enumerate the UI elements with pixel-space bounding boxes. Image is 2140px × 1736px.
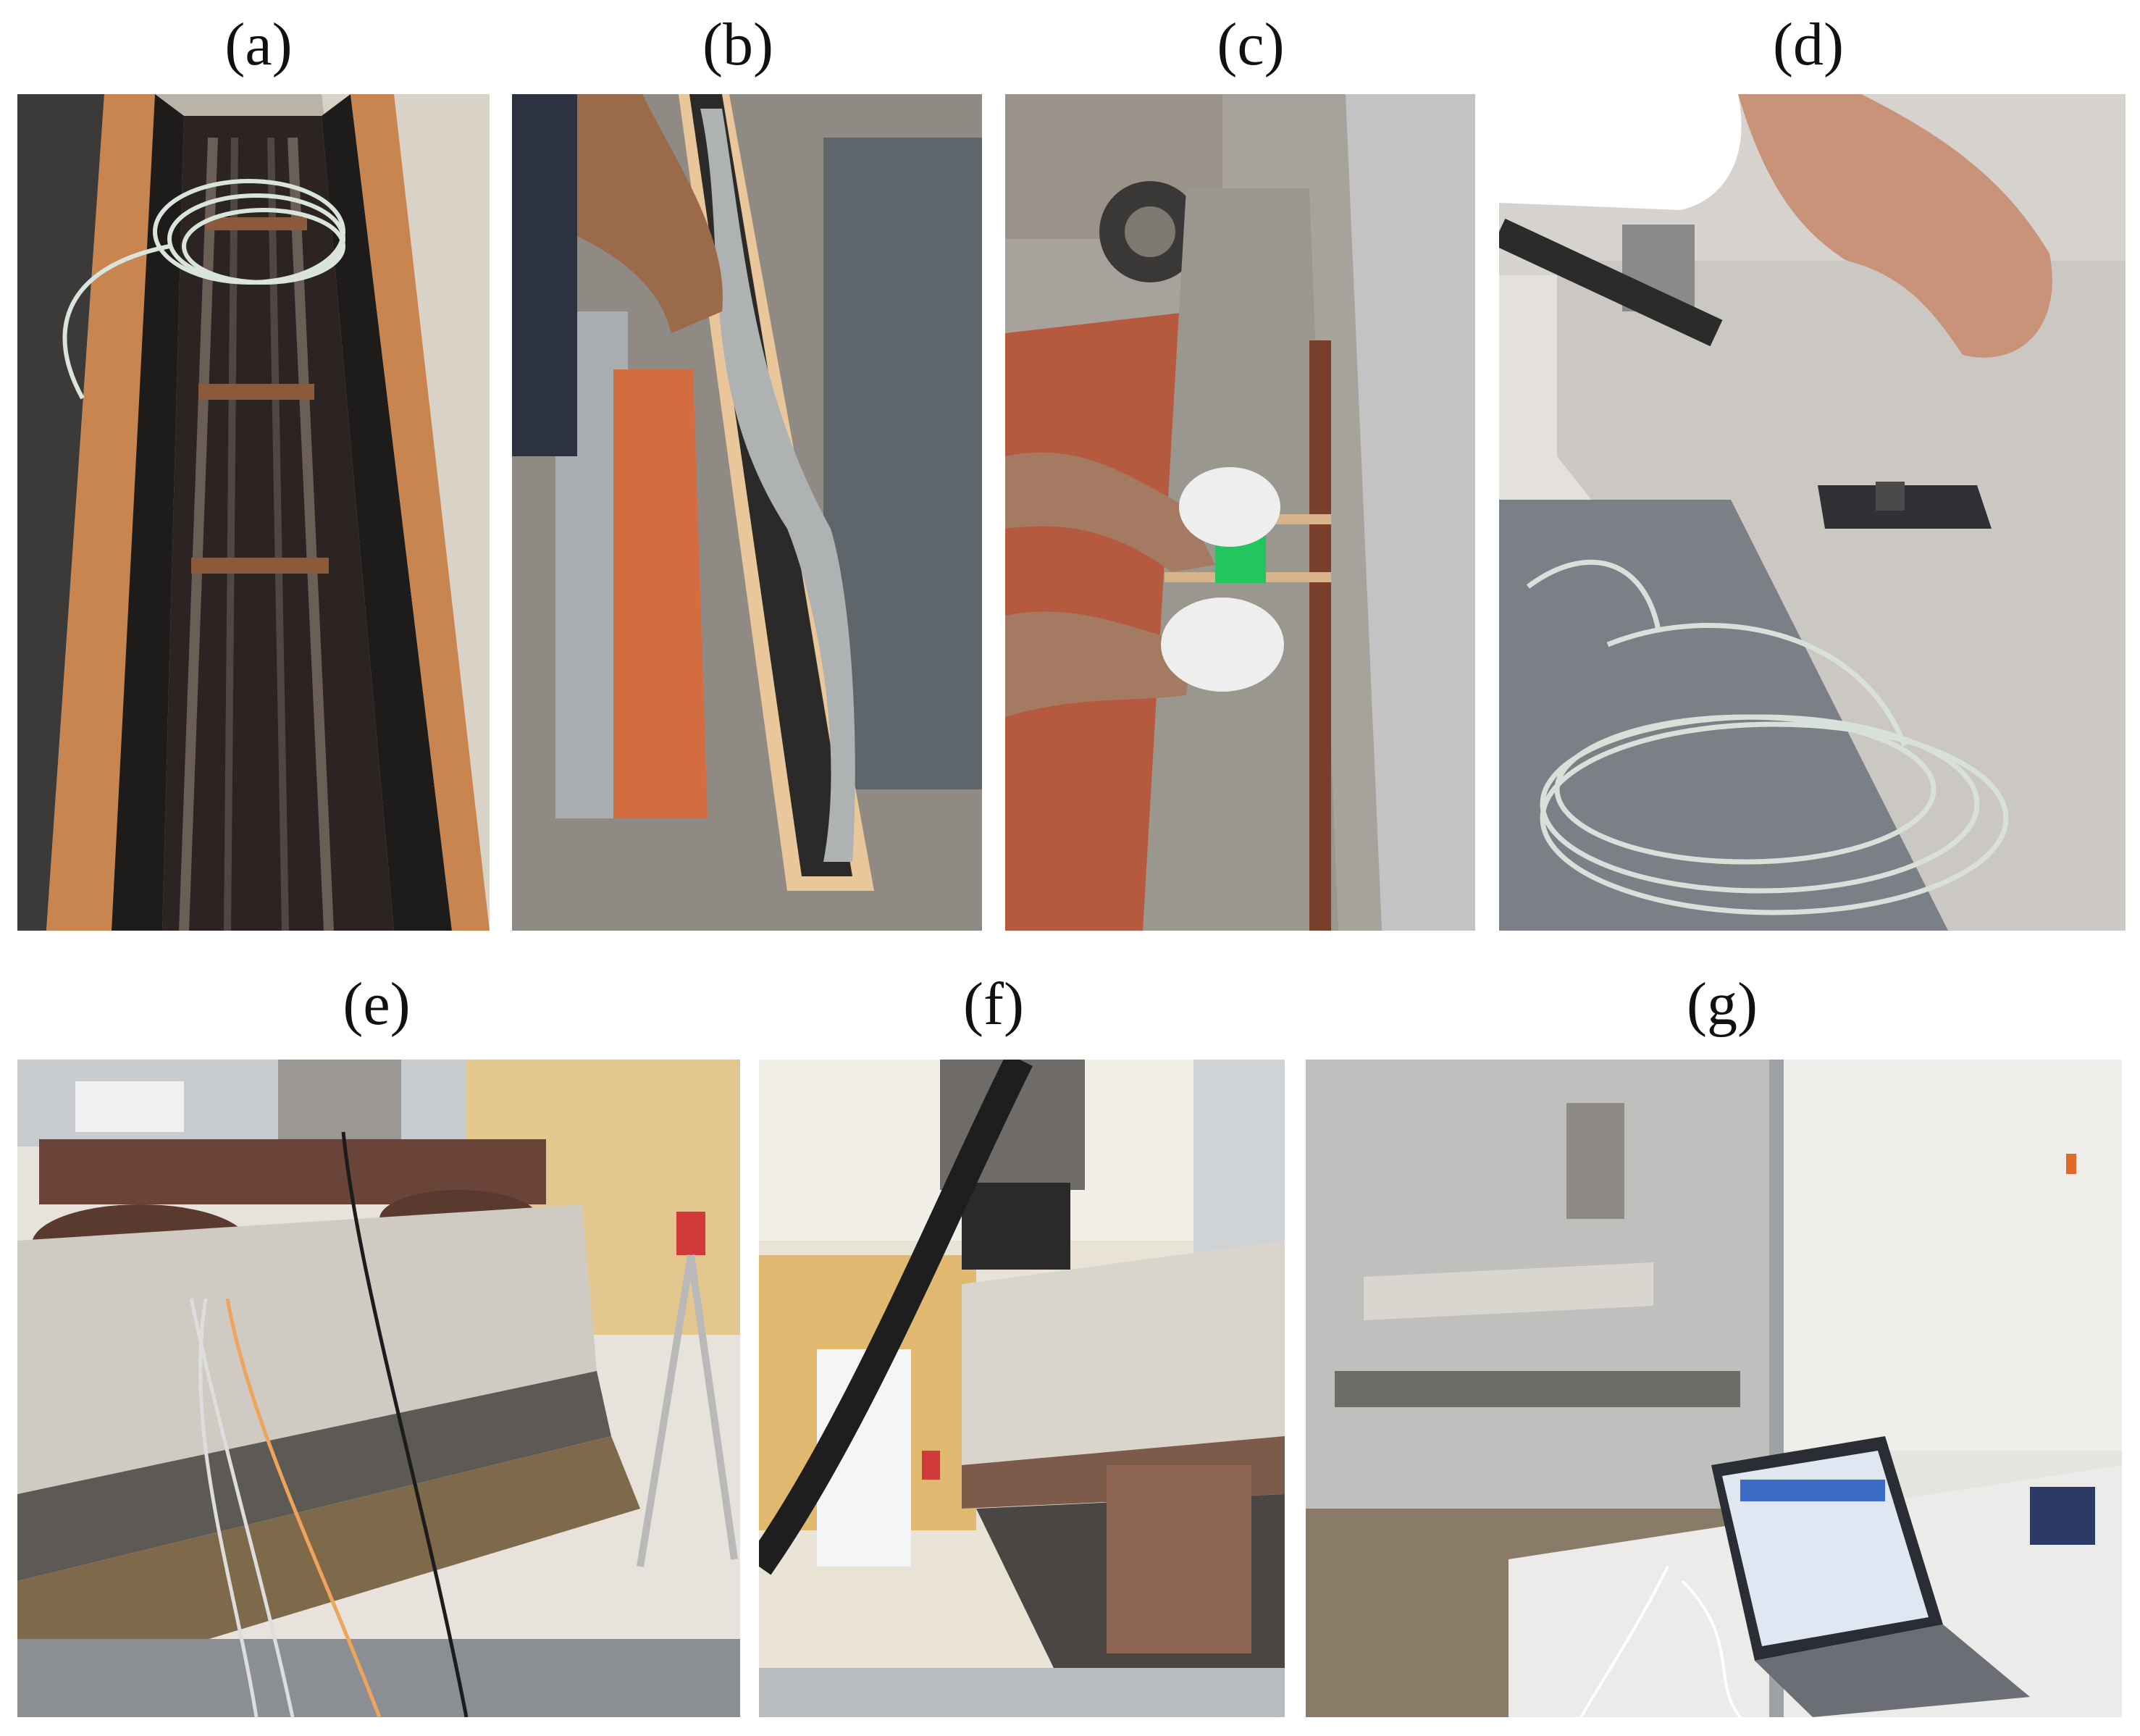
panel-label-d: (d) xyxy=(1773,11,1844,78)
photo-data-acquisition-station xyxy=(1306,1060,2122,1717)
photo-concrete-pouring xyxy=(512,94,982,931)
panel-label-e: (e) xyxy=(343,970,411,1038)
photo-soldering-cables xyxy=(1499,94,2126,931)
panel-label-g: (g) xyxy=(1687,970,1758,1038)
panel-label-c: (c) xyxy=(1217,11,1285,78)
photo-bending-test-setup xyxy=(17,1060,740,1717)
panel-label-f: (f) xyxy=(963,970,1024,1038)
panel-label-a: (a) xyxy=(225,11,293,78)
photo-gauge-placement xyxy=(1005,94,1475,931)
photo-test-machine-side-view xyxy=(759,1060,1285,1717)
panel-label-b: (b) xyxy=(702,11,773,78)
photo-formwork-reinforcement xyxy=(17,94,490,931)
